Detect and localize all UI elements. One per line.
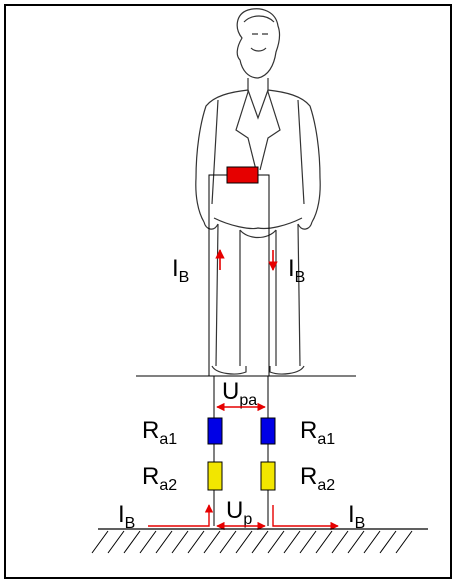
person-figure	[195, 8, 321, 375]
ground-hatching	[91, 530, 413, 554]
resistor-a1-right	[260, 417, 276, 445]
resistor-a1-label-right: Ra1	[300, 417, 335, 448]
resistor-a2-label-left: Ra2	[142, 463, 177, 494]
ground-current-label-right: IB	[348, 501, 365, 532]
resistor-a1-left	[207, 417, 223, 445]
resistor-a2-label-right: Ra2	[300, 463, 335, 494]
touch-voltage-label: Upa	[222, 378, 257, 409]
ground-current-in-arrow	[148, 504, 214, 527]
ground-current-out-arrow	[272, 505, 339, 531]
current-path-lines	[136, 174, 356, 526]
resistor-a2-left	[207, 461, 223, 491]
resistor-a1-label-left: Ra1	[142, 417, 177, 448]
ground-current-label-left: IB	[118, 501, 135, 532]
body-resistance-block	[226, 166, 259, 184]
body-current-label-right: IB	[288, 255, 305, 286]
step-voltage-label: Up	[226, 497, 252, 528]
body-current-label-left: IB	[172, 255, 189, 286]
resistor-a2-right	[260, 461, 276, 491]
diagram-frame	[4, 4, 452, 579]
